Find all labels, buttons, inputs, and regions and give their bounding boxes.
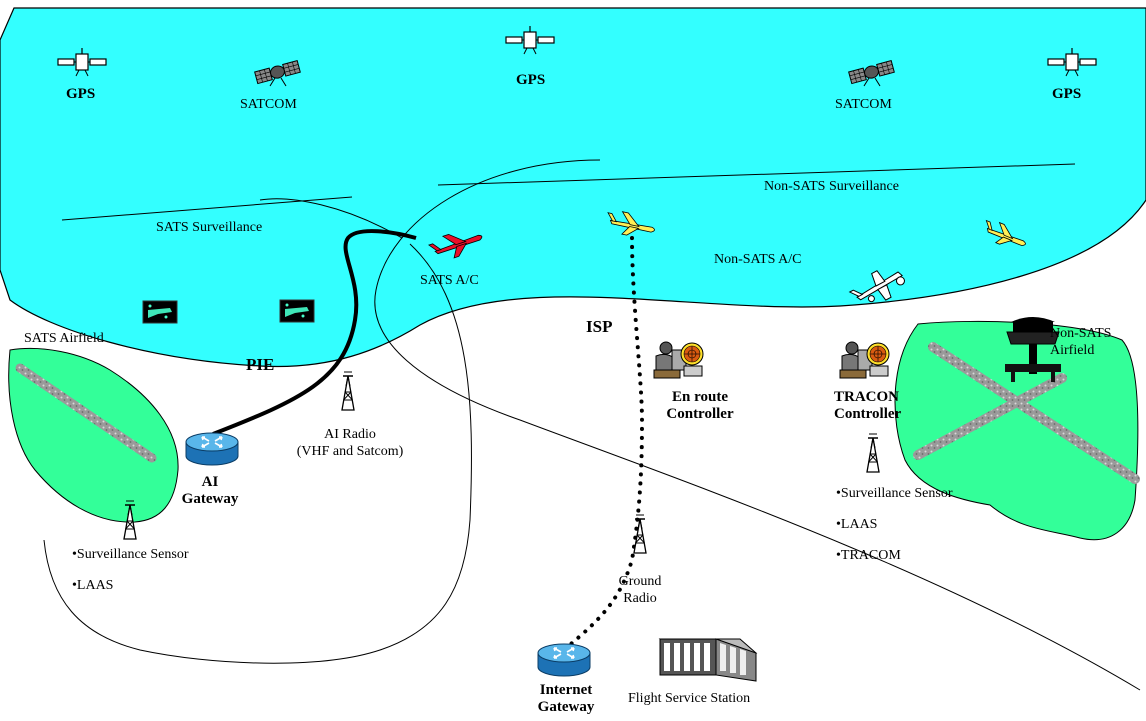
sensor-item: •LAAS bbox=[836, 517, 878, 532]
non-sats-aircraft-icon bbox=[607, 211, 655, 236]
radio-tower-icon bbox=[341, 371, 355, 411]
non-sats-airfield-label: Non-SATS Airfield bbox=[1050, 326, 1112, 358]
isp-label: ISP bbox=[586, 317, 613, 336]
sensor-item: •Surveillance Sensor bbox=[836, 486, 953, 501]
gps-label: GPS bbox=[1052, 86, 1082, 102]
gps-label: GPS bbox=[516, 72, 546, 88]
gps-label: GPS bbox=[66, 86, 96, 102]
sensor-item: •LAAS bbox=[72, 578, 114, 593]
control-tower-icon bbox=[1005, 317, 1061, 382]
controller-icon bbox=[653, 341, 704, 379]
sensor-item: •TRACOM bbox=[836, 548, 901, 563]
sats-surveillance-label: SATS Surveillance bbox=[156, 220, 263, 235]
router-icon bbox=[537, 643, 591, 677]
cockpit-display-icon bbox=[142, 300, 178, 324]
right-sensor-list: •Surveillance Sensor •LAAS •TRACOM bbox=[836, 485, 952, 578]
ai-radio-label: AI Radio (VHF and Satcom) bbox=[296, 427, 404, 459]
building-icon bbox=[658, 638, 758, 682]
sky-region bbox=[0, 7, 1146, 368]
non-sats-runway bbox=[928, 342, 1140, 484]
ground-radio-label: Ground Radio bbox=[618, 574, 662, 606]
satcom-label: SATCOM bbox=[240, 97, 297, 112]
sats-aircraft-icon bbox=[428, 234, 483, 259]
pie-link bbox=[212, 229, 417, 436]
ai-gateway-label: AI Gateway bbox=[181, 474, 239, 507]
enroute-controller-label: En route Controller bbox=[666, 389, 734, 422]
sensor-item: •Surveillance Sensor bbox=[72, 547, 189, 562]
pie-label: PIE bbox=[246, 355, 275, 374]
non-sats-aircraft-icon bbox=[985, 219, 1026, 246]
controller-icon bbox=[839, 341, 890, 379]
flight-service-station-label: Flight Service Station bbox=[628, 691, 751, 706]
router-icon bbox=[185, 432, 239, 466]
non-sats-surveillance-boundary bbox=[437, 163, 1076, 186]
non-sats-runway bbox=[913, 373, 1067, 460]
sats-ac-label: SATS A/C bbox=[420, 273, 479, 288]
prop-aircraft-icon bbox=[848, 270, 905, 303]
cockpit-display-icon bbox=[279, 299, 315, 323]
internet-gateway-label: Internet Gateway bbox=[537, 682, 595, 715]
sats-runway bbox=[15, 363, 157, 463]
non-sats-ac-label: Non-SATS A/C bbox=[714, 252, 802, 267]
tracon-controller-label: TRACON Controller bbox=[834, 389, 902, 422]
sats-coverage-ellipse-left bbox=[43, 198, 472, 664]
non-sats-airfield bbox=[894, 320, 1139, 541]
sats-airfield-label: SATS Airfield bbox=[24, 331, 104, 346]
isp-link bbox=[564, 236, 645, 650]
sats-coverage-ellipse-right bbox=[374, 159, 1141, 691]
satcom-label: SATCOM bbox=[835, 97, 892, 112]
left-sensor-list: •Surveillance Sensor •LAAS bbox=[72, 546, 188, 608]
radio-tower-icon bbox=[866, 433, 880, 473]
non-sats-surveillance-label: Non-SATS Surveillance bbox=[764, 179, 899, 194]
